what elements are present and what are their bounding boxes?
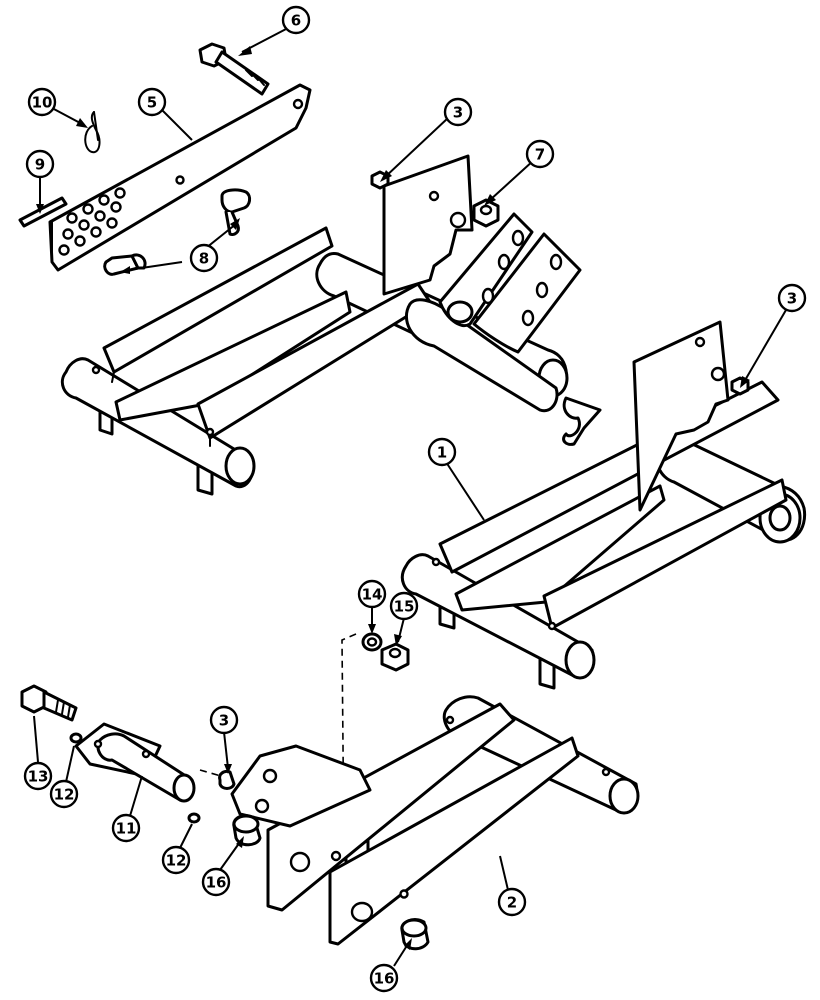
washer-part-12-lower — [187, 812, 201, 824]
svg-text:9: 9 — [35, 156, 45, 174]
svg-text:5: 5 — [147, 94, 157, 112]
svg-text:8: 8 — [199, 250, 209, 268]
svg-text:11: 11 — [116, 820, 137, 838]
callout-2: 2 — [497, 887, 527, 917]
callout-14: 14 — [357, 579, 387, 609]
callout-8: 8 — [189, 243, 219, 273]
pin-part-9 — [18, 196, 68, 228]
bushing-part-16-lower — [400, 918, 430, 951]
svg-text:16: 16 — [206, 874, 227, 892]
callout-3-right: 3 — [777, 283, 807, 313]
svg-text:3: 3 — [453, 104, 463, 122]
callout-12-left: 12 — [49, 779, 79, 809]
bushing-part-3-lower — [218, 770, 236, 790]
callout-16-lower: 16 — [369, 963, 399, 993]
upper-frame — [60, 154, 582, 496]
callout-13: 13 — [23, 761, 53, 791]
svg-text:12: 12 — [166, 852, 187, 870]
link-connector — [562, 396, 602, 446]
callout-9: 9 — [25, 149, 55, 179]
callout-11: 11 — [111, 813, 141, 843]
svg-text:3: 3 — [787, 290, 797, 308]
svg-text:15: 15 — [394, 598, 415, 616]
callout-15: 15 — [389, 591, 419, 621]
washer-part-12-upper — [69, 732, 83, 744]
bolt-part-13 — [20, 684, 78, 722]
callout-7: 7 — [525, 139, 555, 169]
svg-text:10: 10 — [32, 94, 53, 112]
washer-part-14 — [361, 632, 383, 652]
spacer-part-7 — [472, 198, 500, 228]
svg-text:6: 6 — [291, 12, 301, 30]
bracket-part-2 — [230, 695, 640, 946]
frame-part-1 — [400, 320, 807, 690]
svg-text:14: 14 — [362, 586, 383, 604]
bolt-part-6 — [198, 42, 270, 96]
svg-text:13: 13 — [28, 768, 49, 786]
pin-part-11 — [74, 722, 196, 803]
callout-6: 6 — [281, 5, 311, 35]
svg-text:1: 1 — [437, 444, 447, 462]
callout-10: 10 — [27, 87, 57, 117]
nut-part-15 — [380, 642, 410, 672]
callout-16-upper: 16 — [201, 867, 231, 897]
callout-5: 5 — [137, 87, 167, 117]
plate-holes — [58, 187, 126, 256]
callout-3-lower: 3 — [209, 705, 239, 735]
clip-part-10 — [84, 111, 101, 154]
callout-3-upper: 3 — [443, 97, 473, 127]
svg-text:16: 16 — [374, 970, 395, 988]
svg-text:3: 3 — [219, 712, 229, 730]
svg-text:7: 7 — [535, 146, 545, 164]
leader-lines — [33, 27, 787, 967]
bushing-part-16-upper — [232, 814, 262, 847]
callout-1: 1 — [427, 437, 457, 467]
svg-text:12: 12 — [54, 786, 75, 804]
plate-part-5 — [48, 83, 312, 272]
callout-12-right: 12 — [161, 845, 191, 875]
svg-text:2: 2 — [507, 894, 517, 912]
